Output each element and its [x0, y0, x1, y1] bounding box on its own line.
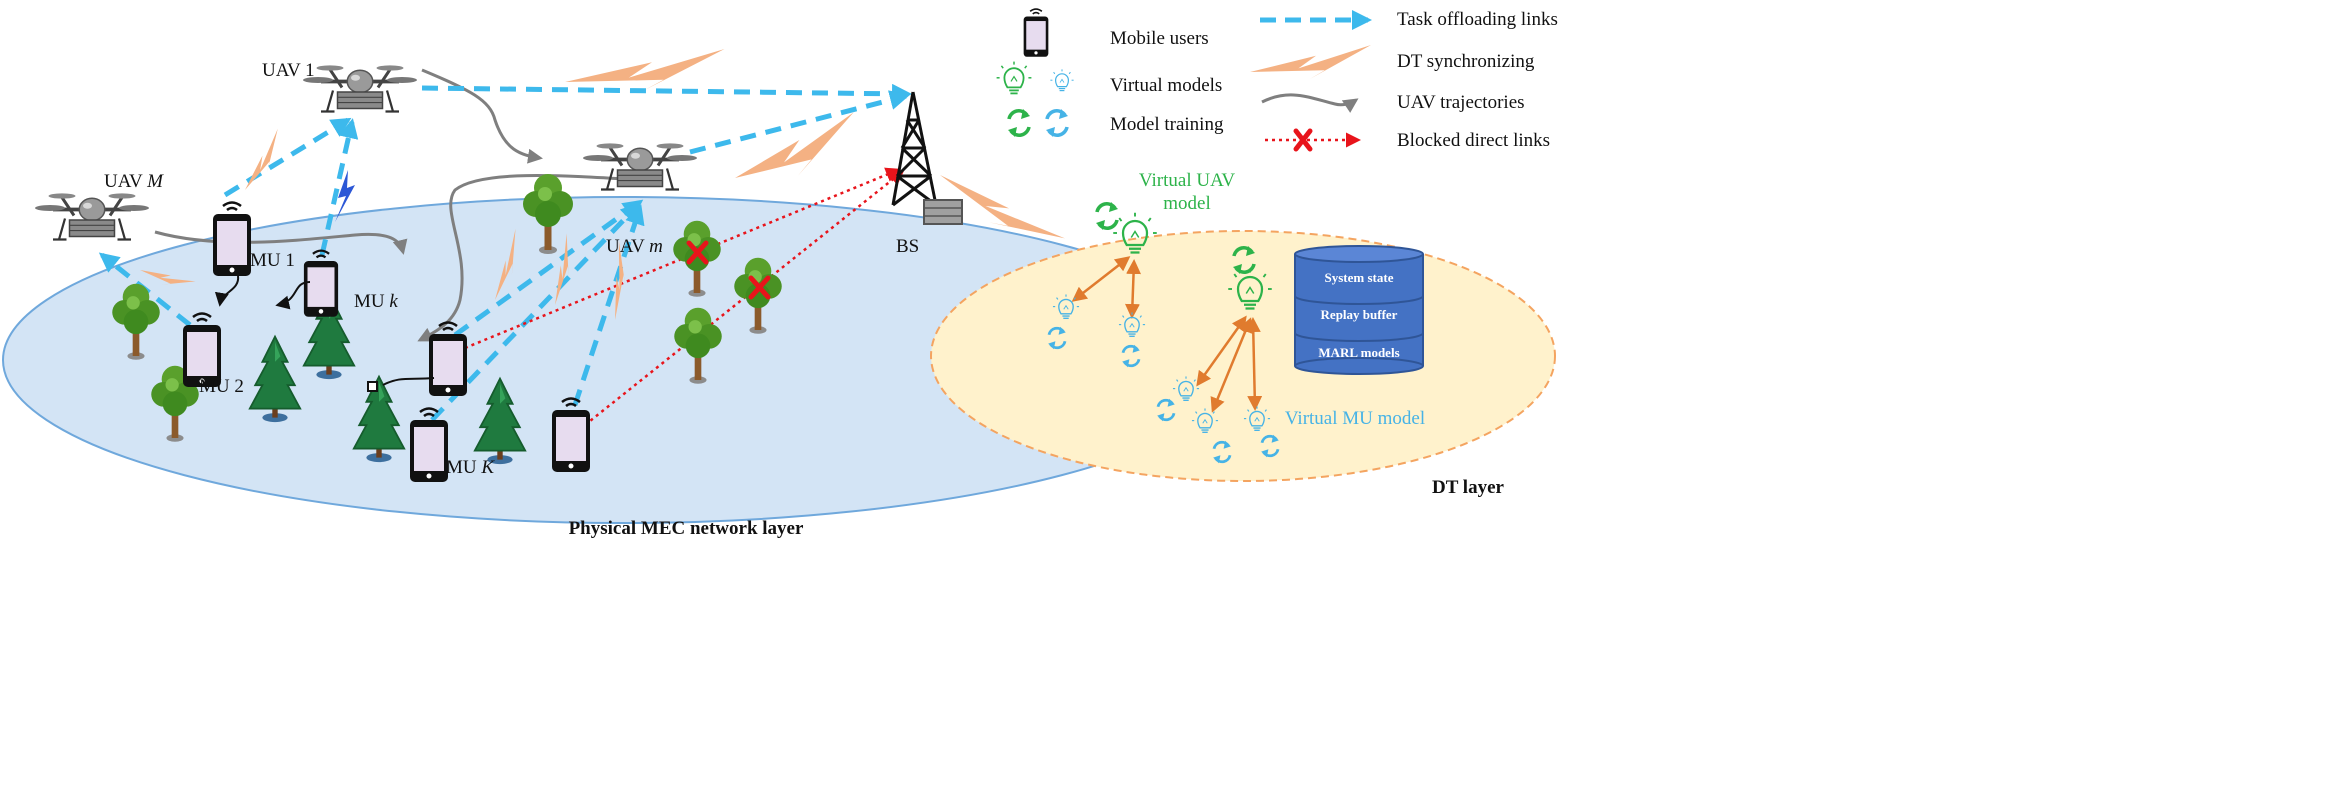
uav-1-label: UAV 1	[262, 60, 315, 81]
user-movement-arrows	[214, 275, 435, 392]
legend-virtual-model-small-icon	[1049, 68, 1075, 92]
legend-sync-bolt	[1250, 45, 1371, 80]
base-station-icon	[891, 91, 963, 225]
mu-1-label: MU 1	[250, 250, 295, 271]
mu-2-label: MU 2	[199, 376, 244, 397]
dt-layer-label: DT layer	[1432, 477, 1505, 498]
uav-M-label: UAV M	[104, 171, 164, 192]
legend	[995, 8, 1372, 152]
legend-dt-sync: DT synchronizing	[1397, 51, 1535, 72]
db-row-system-state: System state	[1325, 270, 1394, 285]
legend-training-icon	[1006, 107, 1032, 139]
uav-M-drone-icon	[33, 191, 151, 242]
dt-sync-bolts	[138, 49, 1065, 322]
mu-k-label: MU k	[354, 291, 398, 312]
model-training-icon	[1094, 200, 1120, 232]
db-row-replay-buffer: Replay buffer	[1321, 307, 1398, 322]
virtual-uav-label-line2: model	[1163, 193, 1211, 214]
dt-interaction-arrows	[1071, 256, 1263, 413]
legend-model-training: Model training	[1110, 114, 1224, 135]
mu-K-label: MU K	[446, 457, 495, 478]
legend-uav-trajectories: UAV trajectories	[1397, 92, 1525, 113]
physical-layer-label: Physical MEC network layer	[569, 518, 804, 539]
legend-trajectory-line	[1261, 93, 1359, 113]
uav-m-label: UAV m	[606, 236, 663, 257]
blocked-direct-links	[464, 167, 905, 426]
legend-virtual-model-icon	[995, 60, 1033, 95]
mu-1-phone-icon	[211, 201, 253, 278]
legend-training-icon	[1044, 107, 1070, 139]
legend-task-offloading: Task offloading links	[1397, 9, 1558, 30]
legend-mobile-users: Mobile users	[1110, 28, 1209, 49]
legend-blocked-links: Blocked direct links	[1397, 130, 1550, 151]
legend-mobile-user-icon	[1022, 8, 1050, 58]
uav-1-drone-icon	[301, 63, 419, 114]
db-row-marl-models: MARL models	[1318, 345, 1399, 360]
blocked-x-marks	[686, 240, 771, 300]
legend-virtual-models: Virtual models	[1110, 75, 1222, 96]
bs-label: BS	[896, 236, 919, 257]
virtual-uav-label-line1: Virtual UAV	[1139, 170, 1235, 191]
uav-m-drone-icon	[581, 141, 699, 192]
legend-x-icon	[1293, 128, 1313, 152]
dt-database	[1294, 245, 1424, 375]
virtual-mu-label: Virtual MU model	[1285, 408, 1425, 429]
dt-layer-ellipse	[930, 230, 1556, 482]
